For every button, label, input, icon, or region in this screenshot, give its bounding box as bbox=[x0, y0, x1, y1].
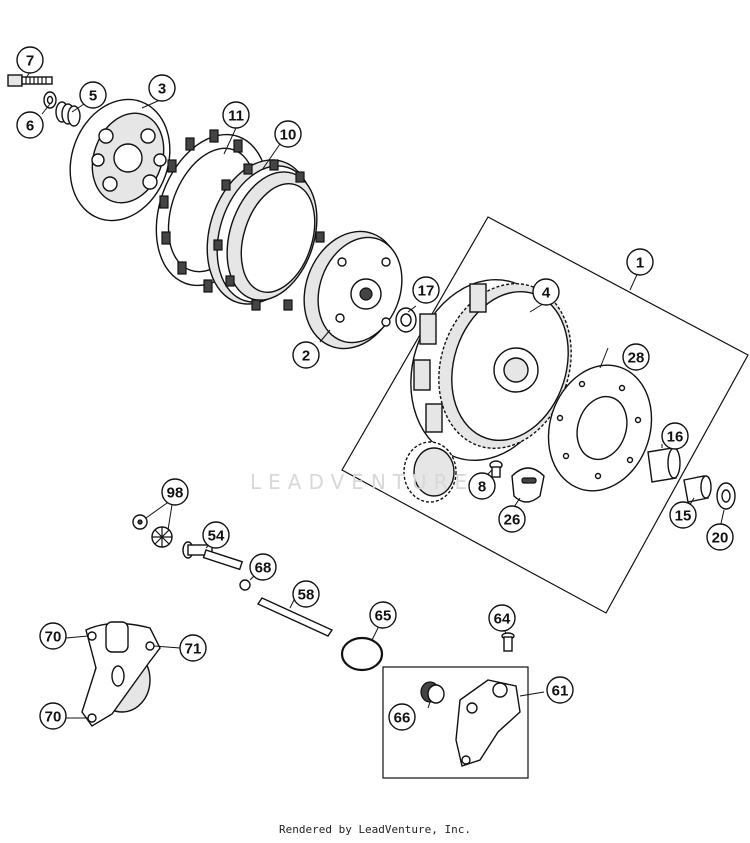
watermark: LEADVENTURE bbox=[250, 470, 475, 494]
callout-8[interactable]: 8 bbox=[468, 472, 496, 500]
callout-61[interactable]: 61 bbox=[546, 676, 574, 704]
cover-bracket-part-70-71[interactable] bbox=[81, 621, 161, 727]
sleeve-part-15[interactable] bbox=[683, 475, 712, 503]
svg-text:8: 8 bbox=[478, 479, 486, 496]
callout-4[interactable]: 4 bbox=[532, 278, 560, 306]
clutch-basket-part-4[interactable] bbox=[388, 260, 592, 479]
svg-text:64: 64 bbox=[494, 611, 511, 628]
assembly-frame-61 bbox=[382, 666, 529, 779]
svg-text:7: 7 bbox=[26, 53, 34, 70]
svg-text:17: 17 bbox=[418, 283, 435, 300]
callout-16[interactable]: 16 bbox=[661, 422, 689, 450]
svg-text:11: 11 bbox=[228, 108, 244, 125]
slave-cylinder-part-61[interactable] bbox=[455, 679, 521, 767]
ball-part-68[interactable] bbox=[239, 579, 251, 591]
svg-text:54: 54 bbox=[208, 528, 225, 545]
washer-part-17[interactable] bbox=[395, 307, 417, 333]
svg-text:28: 28 bbox=[628, 350, 645, 367]
callout-65[interactable]: 65 bbox=[369, 601, 397, 629]
spring-part-5[interactable] bbox=[55, 101, 81, 127]
screw-part-8[interactable] bbox=[489, 460, 503, 478]
callout-5[interactable]: 5 bbox=[79, 81, 107, 109]
assembly-frame-1 bbox=[341, 216, 749, 614]
svg-text:65: 65 bbox=[375, 608, 392, 625]
washer-part-6[interactable] bbox=[43, 91, 57, 109]
callout-17[interactable]: 17 bbox=[412, 276, 440, 304]
callout-71[interactable]: 71 bbox=[179, 634, 207, 662]
callout-70-top[interactable]: 70 bbox=[39, 622, 67, 650]
callout-70-bottom[interactable]: 70 bbox=[39, 702, 67, 730]
callout-11[interactable]: 11 bbox=[222, 101, 250, 129]
callout-66[interactable]: 66 bbox=[388, 703, 416, 731]
needle-bearing-part-16[interactable] bbox=[647, 447, 681, 483]
callout-54[interactable]: 54 bbox=[202, 521, 230, 549]
primary-gear[interactable] bbox=[403, 441, 457, 503]
callout-15[interactable]: 15 bbox=[669, 501, 697, 529]
washer-part-20[interactable] bbox=[716, 482, 736, 510]
callout-58[interactable]: 58 bbox=[292, 580, 320, 608]
svg-text:58: 58 bbox=[298, 587, 315, 604]
svg-text:3: 3 bbox=[158, 81, 166, 98]
svg-text:4: 4 bbox=[542, 285, 551, 302]
callout-10[interactable]: 10 bbox=[274, 120, 302, 148]
svg-text:70: 70 bbox=[45, 709, 62, 726]
callout-64[interactable]: 64 bbox=[488, 604, 516, 632]
svg-text:61: 61 bbox=[552, 683, 569, 700]
svg-text:1: 1 bbox=[636, 255, 644, 272]
seal-part-66[interactable] bbox=[420, 681, 445, 704]
svg-text:98: 98 bbox=[167, 485, 184, 502]
bolt-part-7[interactable] bbox=[7, 74, 53, 87]
callout-6[interactable]: 6 bbox=[16, 111, 44, 139]
callout-28[interactable]: 28 bbox=[622, 343, 650, 371]
callout-98[interactable]: 98 bbox=[161, 478, 189, 506]
pressure-plate-part-3[interactable] bbox=[54, 85, 187, 234]
ball-bearing-part-98[interactable] bbox=[132, 514, 173, 548]
svg-text:20: 20 bbox=[712, 530, 729, 547]
footer-credit: Rendered by LeadVenture, Inc. bbox=[278, 823, 472, 836]
svg-text:68: 68 bbox=[255, 560, 272, 577]
callout-26[interactable]: 26 bbox=[498, 505, 526, 533]
svg-text:15: 15 bbox=[675, 508, 692, 525]
screw-part-64[interactable] bbox=[501, 632, 515, 652]
callout-3[interactable]: 3 bbox=[148, 74, 176, 102]
svg-text:71: 71 bbox=[185, 641, 202, 658]
clutch-hub-part-2[interactable] bbox=[288, 218, 416, 362]
svg-text:26: 26 bbox=[504, 512, 521, 529]
svg-text:70: 70 bbox=[45, 629, 62, 646]
svg-text:66: 66 bbox=[394, 710, 411, 727]
o-ring-part-65[interactable] bbox=[340, 636, 384, 672]
clutch-disc-stack-part-10[interactable] bbox=[190, 146, 333, 318]
bushing-part-26[interactable] bbox=[511, 467, 545, 503]
svg-text:2: 2 bbox=[302, 348, 310, 365]
svg-text:6: 6 bbox=[26, 118, 34, 135]
svg-text:5: 5 bbox=[89, 88, 97, 105]
plate-part-28[interactable] bbox=[533, 352, 668, 505]
svg-text:10: 10 bbox=[280, 127, 297, 144]
callout-1[interactable]: 1 bbox=[626, 248, 654, 276]
callout-20[interactable]: 20 bbox=[706, 523, 734, 551]
callout-68[interactable]: 68 bbox=[249, 553, 277, 581]
callout-7[interactable]: 7 bbox=[16, 46, 44, 74]
push-rod-part-58[interactable] bbox=[256, 597, 334, 637]
callout-labels: 7 6 5 3 11 10 2 17 4 1 28 16 8 26 15 20 … bbox=[16, 46, 734, 731]
push-piece-part-54[interactable] bbox=[182, 541, 244, 571]
svg-text:16: 16 bbox=[667, 429, 684, 446]
callout-2[interactable]: 2 bbox=[292, 341, 320, 369]
